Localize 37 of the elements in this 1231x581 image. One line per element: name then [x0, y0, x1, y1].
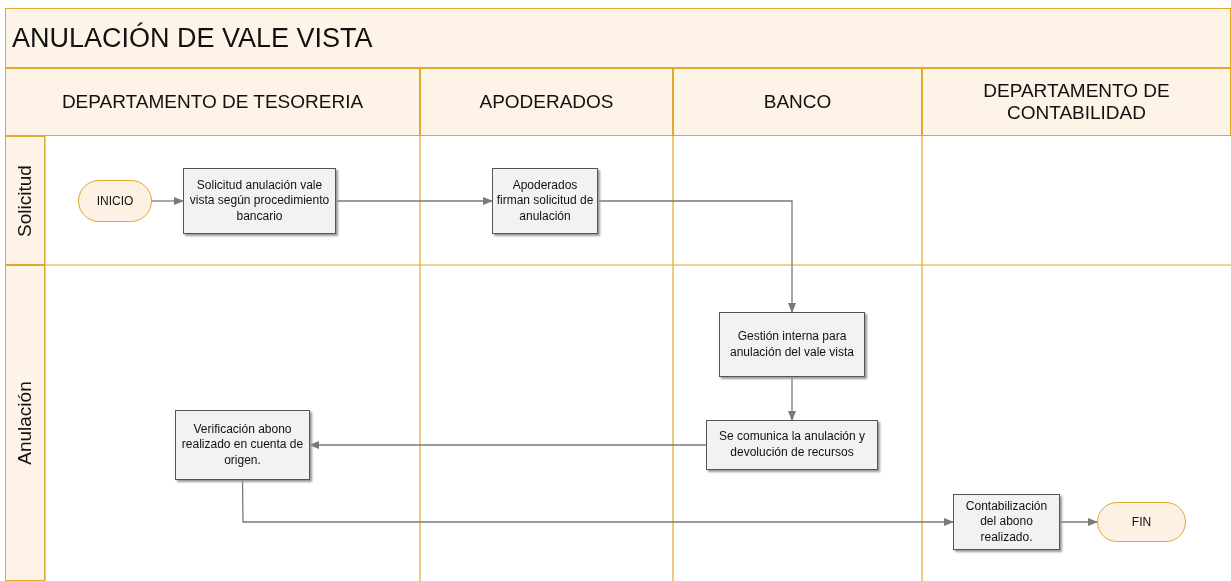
arrow: [335, 196, 494, 206]
phase-label: [5, 136, 45, 265]
lane-header: [420, 68, 673, 136]
node-text: INICIO: [96, 194, 134, 208]
arrow: [1059, 517, 1099, 527]
node-text: Contabilización del abono realizado.: [964, 498, 1049, 546]
node-text: DEPARTAMENTO DE TESORERIA: [61, 91, 364, 113]
process-box: [953, 494, 1060, 550]
terminator-pill: [78, 180, 152, 222]
phase-name: Solicitud: [14, 164, 36, 237]
node-text: DEPARTAMENTO DE CONTABILIDAD: [982, 80, 1171, 124]
title-band: [5, 8, 1231, 68]
arrow: [308, 440, 707, 450]
arrow: [241, 479, 955, 527]
lane-header: [5, 68, 420, 136]
process-box: [175, 410, 310, 480]
node-text: FIN: [1131, 515, 1152, 529]
lane-header: [673, 68, 922, 136]
arrow: [787, 376, 797, 422]
node-text: APODERADOS: [479, 91, 614, 113]
process-box: [492, 168, 598, 234]
node-text: Verificación abono realizado en cuenta de origen.: [180, 421, 305, 469]
node-text: Gestión interna para anulación del vale vista: [728, 328, 856, 361]
terminator-pill: [1097, 502, 1186, 542]
node-text: Apoderados firman solicitud de anulación: [496, 177, 594, 225]
process-box: [706, 420, 878, 470]
process-box: [719, 312, 865, 377]
node-text: Solicitud anulación vale vista según procedimiento bancario: [188, 177, 331, 225]
node-text: BANCO: [763, 91, 832, 113]
phase-name: Anulación: [14, 381, 36, 465]
arrow: [151, 196, 185, 206]
process-box: [183, 168, 336, 234]
phase-label: [5, 265, 45, 581]
arrow: [597, 200, 797, 314]
lane-header: [922, 68, 1231, 136]
band-heading: ANULACIÓN DE VALE VISTA: [12, 22, 373, 54]
node-text: Se comunica la anulación y devolución de recursos: [717, 429, 867, 461]
